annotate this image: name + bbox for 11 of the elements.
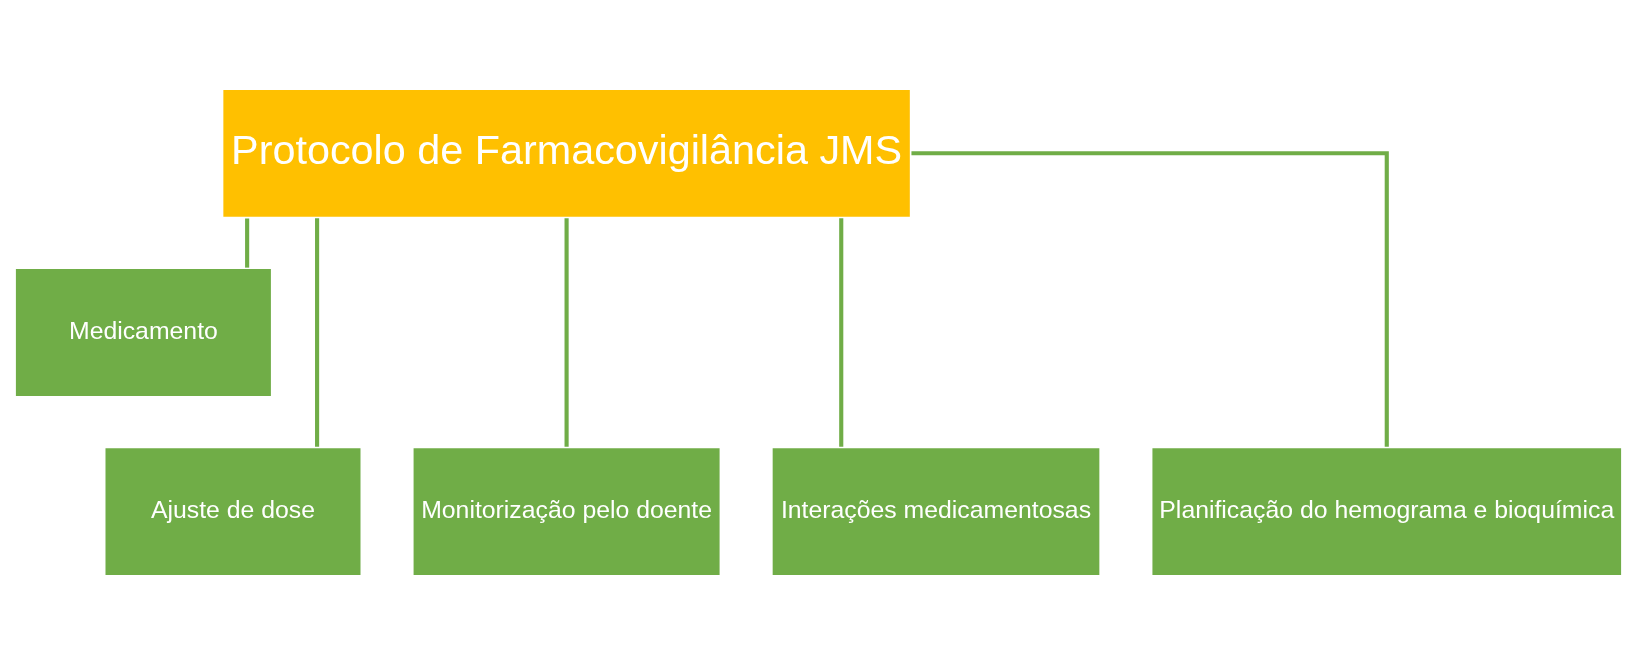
node-box: Planificação do hemograma e bioquímica [1149, 445, 1624, 578]
node-box: Medicamento [13, 266, 274, 399]
connector [911, 151, 1389, 447]
connector [564, 218, 569, 447]
connector [315, 218, 320, 447]
connector [839, 218, 844, 447]
node-box: Protocolo de Farmacovigilância JMS [220, 87, 913, 220]
node-box: Monitorização pelo doente [410, 445, 723, 578]
connector [245, 218, 250, 268]
node-box: Interações medicamentosas [769, 445, 1103, 578]
node-box: Ajuste de dose [102, 445, 364, 578]
